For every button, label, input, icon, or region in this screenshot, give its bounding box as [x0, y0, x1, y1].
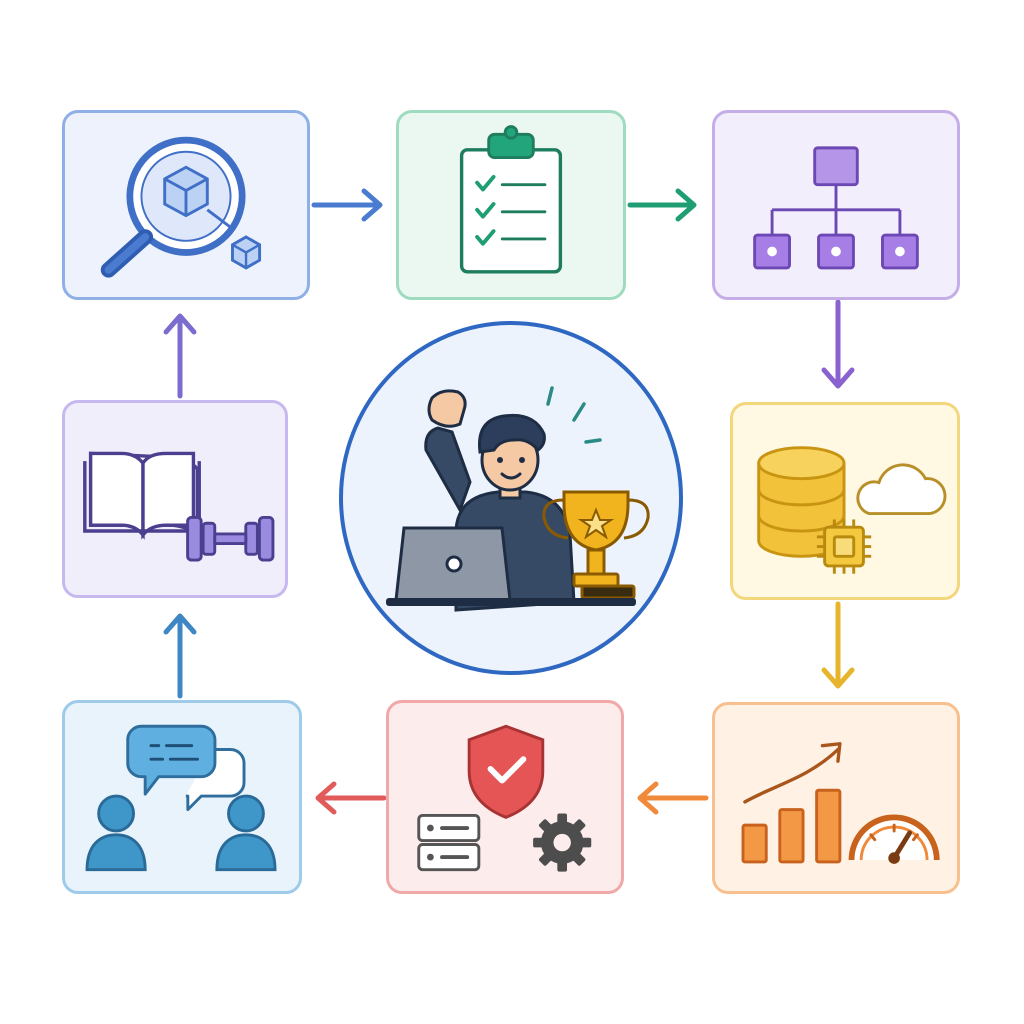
arrow-checklist-to-architecture: [627, 188, 697, 222]
book-dumbbell-icon: [83, 451, 275, 562]
clipboard-checklist-icon: [459, 125, 563, 274]
arrow-data-to-performance: [821, 601, 855, 689]
shield-server-gear-icon: [417, 724, 592, 872]
growth-chart-gauge-icon: [741, 742, 940, 864]
step-checklist: [396, 110, 626, 300]
arrow-security-to-collaboration: [315, 781, 387, 815]
center-hub: [338, 320, 684, 676]
database-cloud-chip-icon: [757, 446, 947, 574]
arrow-performance-to-security: [637, 781, 709, 815]
step-performance: [712, 702, 960, 894]
magnifier-cube-icon: [100, 136, 262, 278]
step-security: [386, 700, 624, 894]
developer-celebrating-trophy-icon: [339, 321, 683, 675]
arrow-architecture-to-data: [821, 299, 855, 389]
step-learning: [62, 400, 288, 598]
arrow-learning-to-research: [163, 313, 197, 399]
people-chat-icon: [85, 724, 277, 872]
step-research: [62, 110, 310, 300]
arrow-research-to-checklist: [311, 188, 383, 222]
hierarchy-icon: [753, 146, 919, 270]
step-architecture: [712, 110, 960, 300]
step-collaboration: [62, 700, 302, 894]
step-data: [730, 402, 960, 600]
arrow-collaboration-to-learning: [163, 613, 197, 699]
